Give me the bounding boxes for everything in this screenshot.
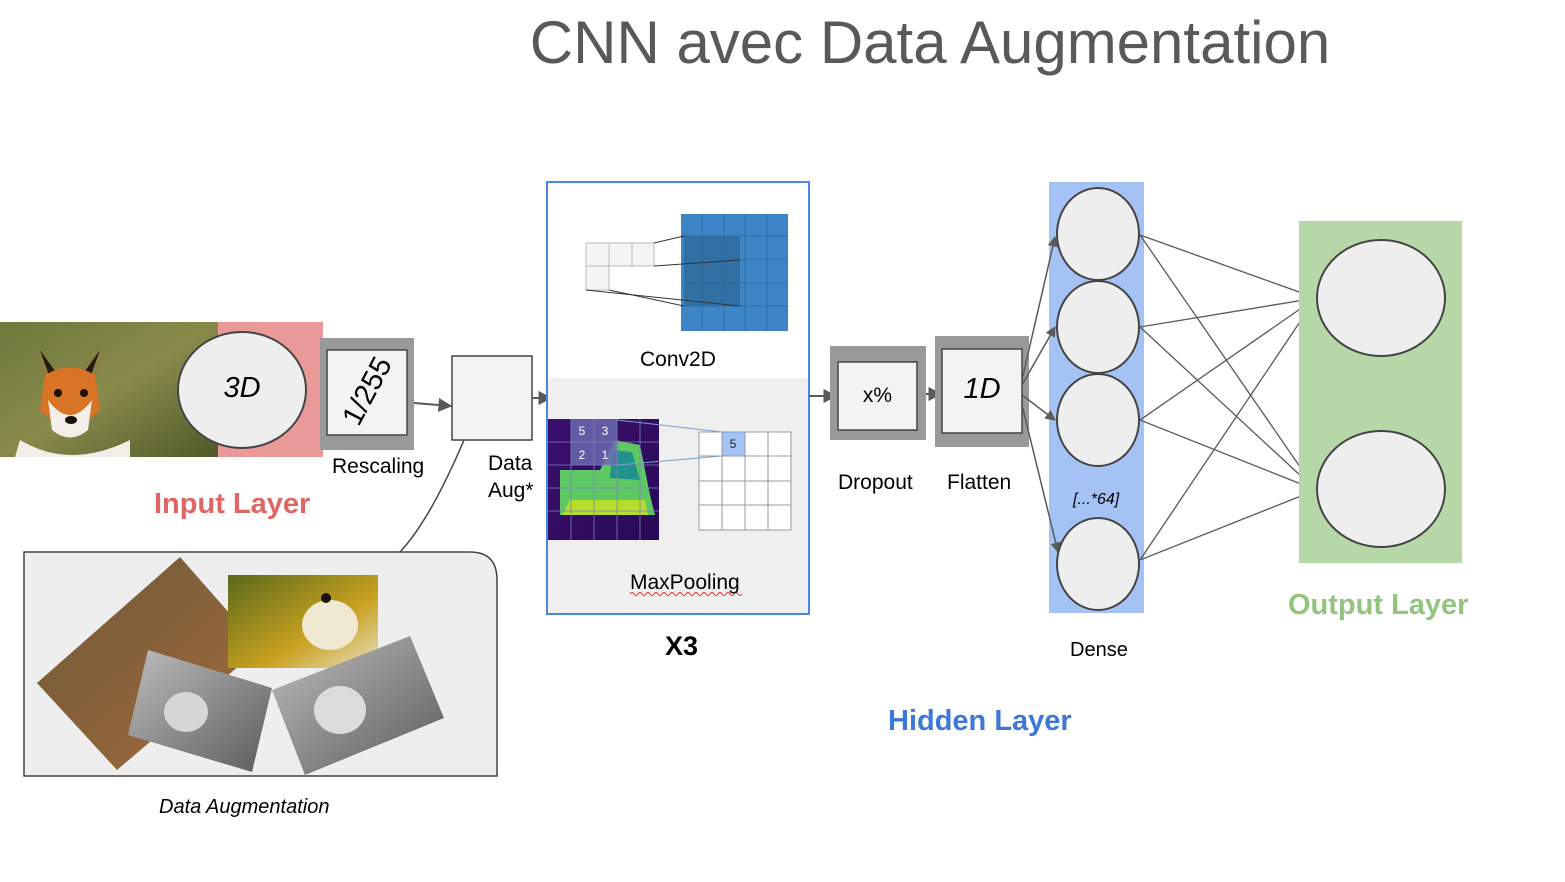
data-augmentation-panel xyxy=(23,551,498,777)
spellcheck-underline xyxy=(629,592,743,596)
flatten-block xyxy=(935,336,1029,447)
pool-cell-3: 2 xyxy=(579,448,586,462)
data-aug-box xyxy=(451,355,533,441)
diagram-title: CNN avec Data Augmentation xyxy=(529,9,1331,76)
input-layer xyxy=(0,322,323,457)
hidden-layer-label: Hidden Layer xyxy=(888,705,1072,737)
aug-connector xyxy=(399,439,465,553)
conv2d-label: Conv2D xyxy=(640,348,716,371)
dense-neuron-1 xyxy=(1056,187,1140,281)
pool-cell-2: 3 xyxy=(602,424,609,438)
maxpooling-label: MaxPooling xyxy=(630,571,740,594)
pool-cell-4: 1 xyxy=(602,448,609,462)
dense-label: Dense xyxy=(1070,639,1128,661)
input-3d-circle xyxy=(177,331,307,449)
dropout-box-text: x% xyxy=(862,384,893,407)
output-neuron-2 xyxy=(1316,430,1446,548)
rescaling-label: Rescaling xyxy=(332,455,425,478)
input-3d-label: 3D xyxy=(223,372,261,404)
flatten-box-text: 1D xyxy=(963,373,1001,405)
data-aug-label-line1: Data xyxy=(488,452,533,475)
pool-output-cell: 5 xyxy=(730,437,737,451)
neuron-count-note: [...*64] xyxy=(1073,491,1120,508)
maxpooling-illustration: 5 3 2 1 5 xyxy=(548,419,792,540)
repeat-label: X3 xyxy=(665,631,699,661)
data-aug-label-line2: Aug* xyxy=(488,479,534,502)
dropout-block xyxy=(830,346,926,440)
output-neuron-1 xyxy=(1316,239,1446,357)
arrow-rescale-aug xyxy=(413,398,453,412)
pool-cell-1: 5 xyxy=(579,424,586,438)
dense-neuron-2 xyxy=(1056,280,1140,374)
dense-neuron-4 xyxy=(1056,517,1140,611)
input-layer-label: Input Layer xyxy=(154,488,311,520)
dropout-label: Dropout xyxy=(838,471,913,494)
conv-block: 5 3 2 1 5 xyxy=(546,181,810,615)
rescaling-block xyxy=(320,338,414,450)
conv2d-illustration xyxy=(585,214,788,331)
output-layer-label: Output Layer xyxy=(1288,589,1469,621)
dense-neuron-3 xyxy=(1056,373,1140,467)
flatten-label: Flatten xyxy=(947,471,1012,494)
data-augmentation-caption: Data Augmentation xyxy=(159,796,330,818)
